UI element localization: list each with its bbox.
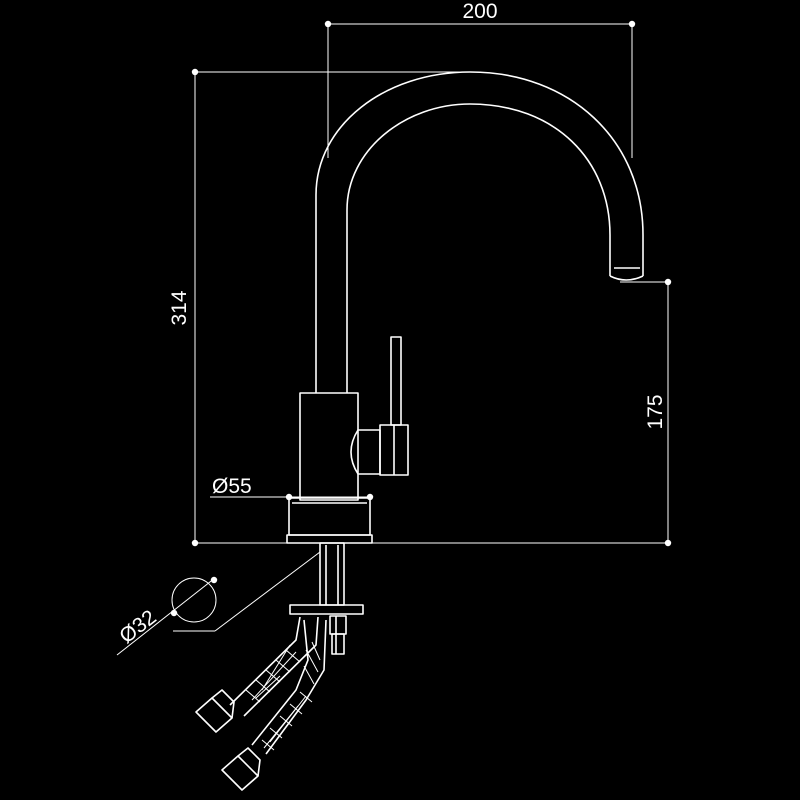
spout-outer-contour [315,71,644,393]
spout-height-dimension-label: 175 [644,394,667,429]
hole-diameter-line [116,577,216,656]
hose-upper-left-mesh [245,644,301,703]
hose-fitting-1-nut [211,689,235,719]
spout-tip [609,275,644,281]
spout-inner-contour [346,103,611,393]
hose-fitting-2 [221,755,259,791]
shank [319,542,345,606]
body-cylinder [299,392,359,501]
faucet-outline [195,71,644,791]
width-dimension-label: 200 [462,0,497,23]
dimension-dots [170,20,672,617]
hole-leader-diagonal [214,551,321,632]
lever-handle [390,336,402,426]
mounting-nut [329,615,347,635]
hose-lower-mesh [261,641,321,751]
dimension-lines [116,23,669,656]
mounting-nut-bottom [331,633,345,655]
hose-fitting-1 [195,697,233,733]
hole-circle [171,577,217,623]
lever-boss [350,429,381,475]
hose-upper-left [229,616,319,717]
mounting-plate [289,604,364,615]
hose-fitting-2-nut [237,747,261,777]
height-dimension-label: 314 [168,290,191,325]
base-diameter-label: Ø55 [212,475,252,498]
hole-diameter-label: Ø32 [115,606,160,649]
base-plate [286,534,373,544]
hose-lower [251,619,327,755]
